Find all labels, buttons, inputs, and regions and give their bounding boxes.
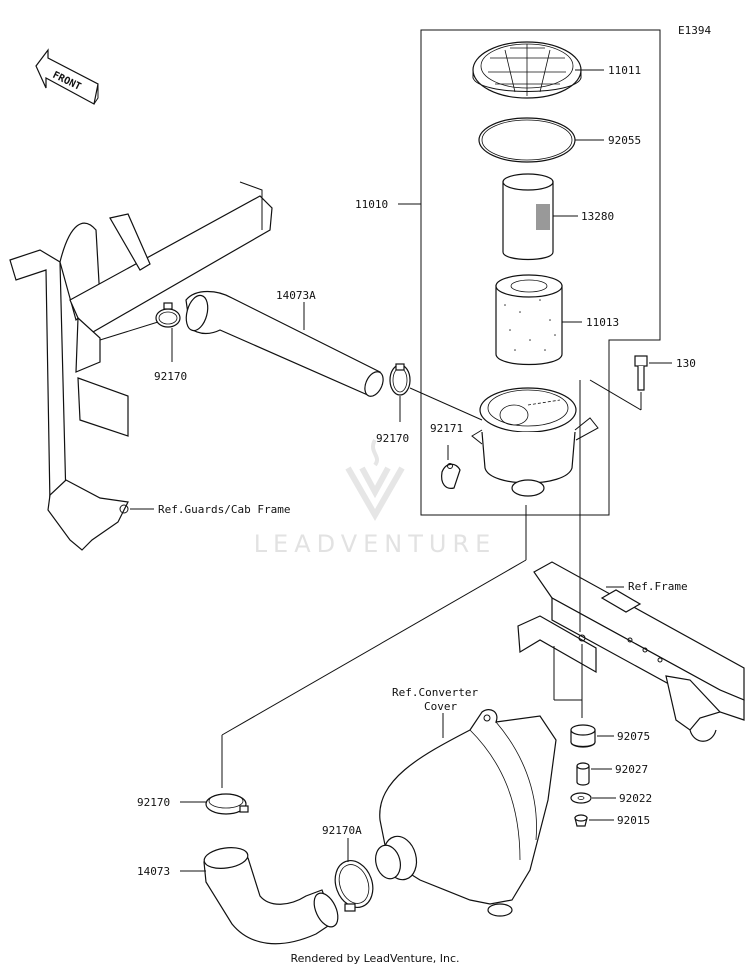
hose-clamp-92170-right (389, 363, 483, 422)
front-arrow-icon: FRONT (35, 48, 99, 105)
clamp-92171 (441, 445, 461, 489)
hose-clamp-92170A (334, 838, 374, 912)
label-11010: 11010 (355, 198, 388, 211)
diagram-code: E1394 (678, 24, 711, 37)
label-14073A: 14073A (276, 289, 316, 302)
label-92171: 92171 (430, 422, 463, 435)
main-filter-11013 (495, 274, 582, 366)
label-14073: 14073 (137, 865, 170, 878)
label-92022: 92022 (619, 792, 652, 805)
label-92170-lower: 92170 (137, 796, 170, 809)
label-92075: 92075 (617, 730, 650, 743)
washer-92022 (570, 792, 616, 804)
cap-11011 (472, 41, 604, 99)
label-13280: 13280 (581, 210, 614, 223)
hose-clamp-92170-lower (180, 793, 249, 815)
seal-ring-92055 (478, 117, 604, 163)
grommet-92075 (570, 724, 614, 748)
ref-converter-line2: Cover (424, 700, 457, 713)
label-11011: 11011 (608, 64, 641, 77)
inner-filter-13280 (502, 173, 578, 261)
label-92027: 92027 (615, 763, 648, 776)
ref-frame: Ref.Frame (628, 580, 688, 593)
vehicle-frame (517, 561, 745, 742)
label-92015: 92015 (617, 814, 650, 827)
guards-cab-frame (9, 181, 273, 551)
air-cleaner-housing (471, 387, 599, 497)
leader-diagonal (221, 559, 527, 736)
assembly-bracket-11010 (398, 29, 661, 516)
label-130: 130 (676, 357, 696, 370)
footer-credit: Rendered by LeadVenture, Inc. (290, 952, 459, 965)
bolt-92015 (574, 814, 614, 827)
collar-92027 (576, 762, 612, 786)
label-92170-right: 92170 (376, 432, 409, 445)
converter-cover (375, 709, 557, 917)
label-11013: 11013 (586, 316, 619, 329)
ref-guards-cab-frame: Ref.Guards/Cab Frame (158, 503, 290, 516)
watermark-text: LEADVENTURE (254, 530, 497, 558)
intake-duct-14073 (180, 847, 339, 945)
ref-converter-line1: Ref.Converter (392, 686, 478, 699)
hose-clamp-92170-left (99, 302, 181, 362)
leadventure-watermark: LEADVENTURE (254, 438, 497, 558)
label-92170-left: 92170 (154, 370, 187, 383)
label-92170A: 92170A (322, 824, 362, 837)
label-92055: 92055 (608, 134, 641, 147)
intake-duct-14073A (185, 290, 384, 397)
bolt-130 (589, 355, 672, 411)
